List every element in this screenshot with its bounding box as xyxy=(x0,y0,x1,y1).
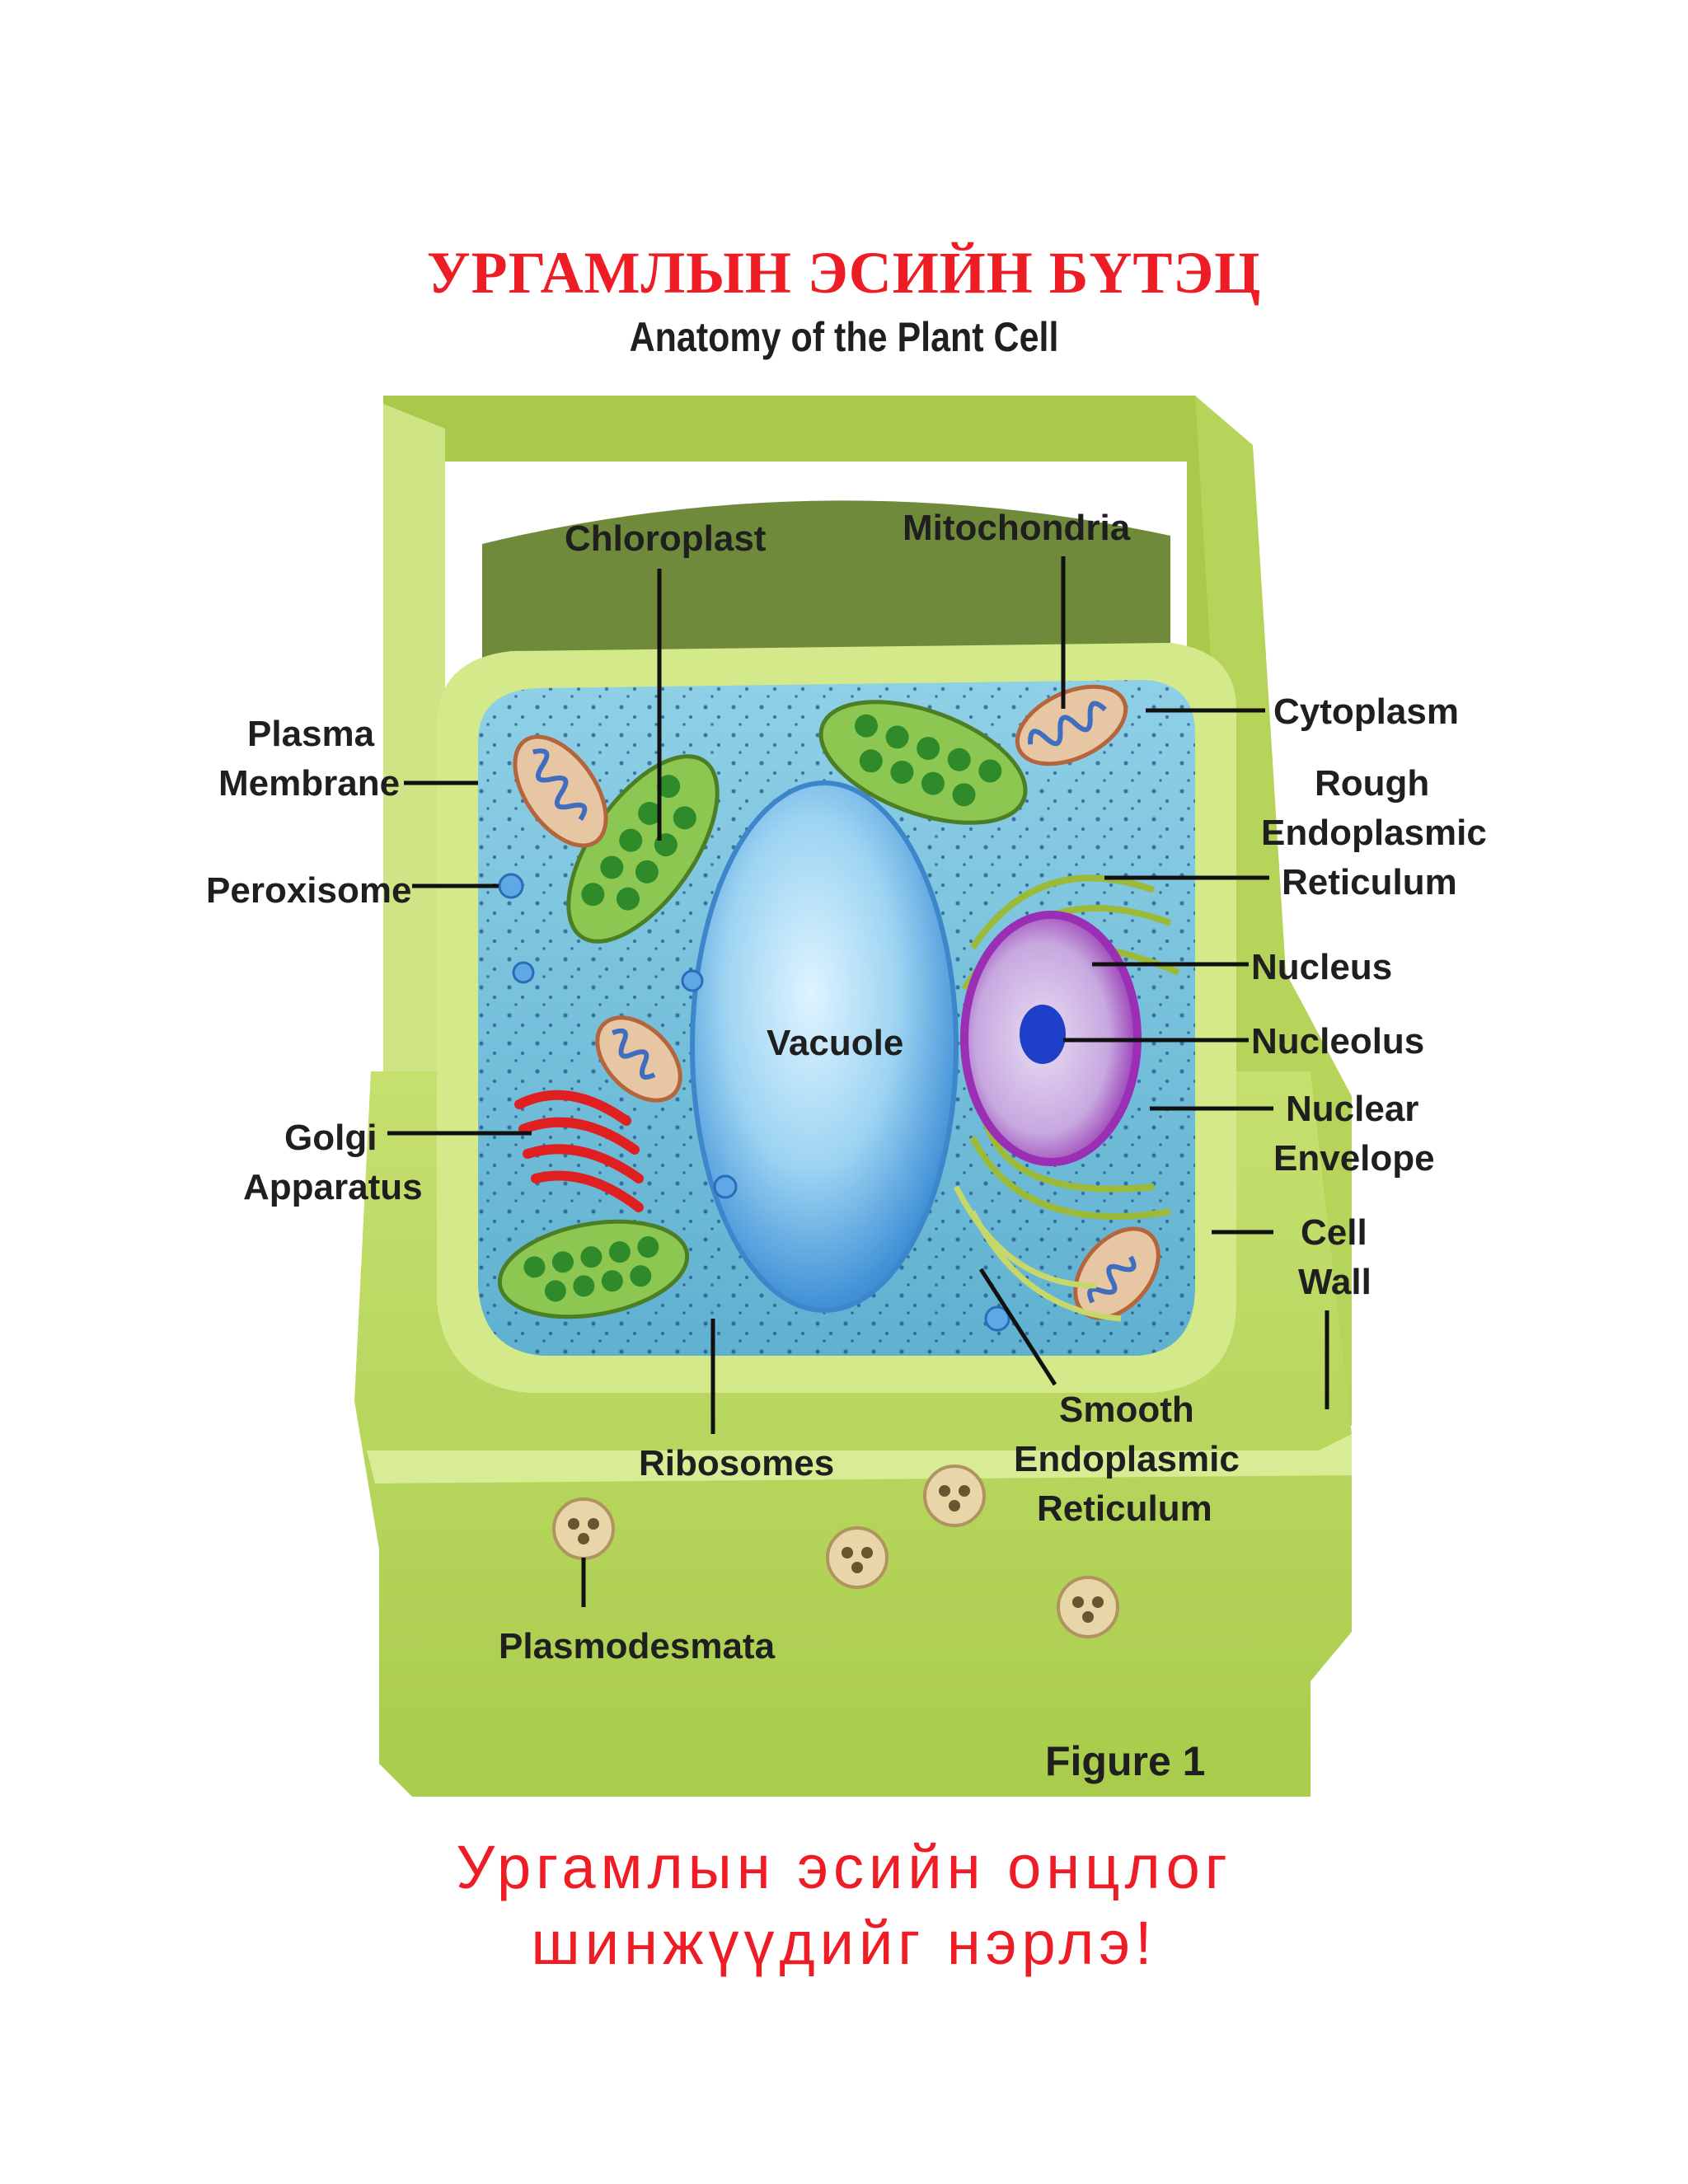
question-line-2: шинжүүдийг нэрлэ! xyxy=(0,1905,1688,1981)
label-cell-wall: Cell xyxy=(1301,1212,1367,1253)
label-smooth-er: Endoplasmic xyxy=(1014,1439,1240,1479)
label-plasma-membrane: Plasma xyxy=(247,714,375,754)
label-nucleus: Nucleus xyxy=(1251,947,1392,987)
label-nuclear-envelope: Nuclear xyxy=(1286,1089,1418,1129)
question-text: Ургамлын эсийн онцлог шинжүүдийг нэрлэ! xyxy=(0,1830,1688,1981)
label-nuclear-envelope: Envelope xyxy=(1273,1138,1435,1179)
label-smooth-er: Smooth xyxy=(1059,1390,1194,1430)
label-mitochondria: Mitochondria xyxy=(903,508,1131,548)
label-cell-wall: Wall xyxy=(1298,1262,1372,1302)
label-golgi: Apparatus xyxy=(243,1167,423,1207)
label-rough-er: Reticulum xyxy=(1282,862,1457,902)
label-golgi: Golgi xyxy=(284,1118,377,1158)
label-vacuole: Vacuole xyxy=(767,1023,903,1063)
question-line-1: Ургамлын эсийн онцлог xyxy=(0,1830,1688,1905)
label-ribosomes: Ribosomes xyxy=(639,1443,834,1483)
label-nucleolus: Nucleolus xyxy=(1251,1021,1424,1062)
nucleolus xyxy=(1020,1005,1066,1064)
label-plasma-membrane: Membrane xyxy=(218,763,400,804)
label-plasmodesmata: Plasmodesmata xyxy=(499,1626,776,1666)
label-smooth-er: Reticulum xyxy=(1037,1488,1212,1529)
label-rough-er: Rough xyxy=(1315,763,1429,804)
label-cytoplasm: Cytoplasm xyxy=(1273,691,1459,732)
figure-caption: Figure 1 xyxy=(1045,1737,1205,1785)
label-chloroplast: Chloroplast xyxy=(565,518,767,559)
label-rough-er: Endoplasmic xyxy=(1261,813,1487,853)
label-peroxisome: Peroxisome xyxy=(206,870,411,911)
